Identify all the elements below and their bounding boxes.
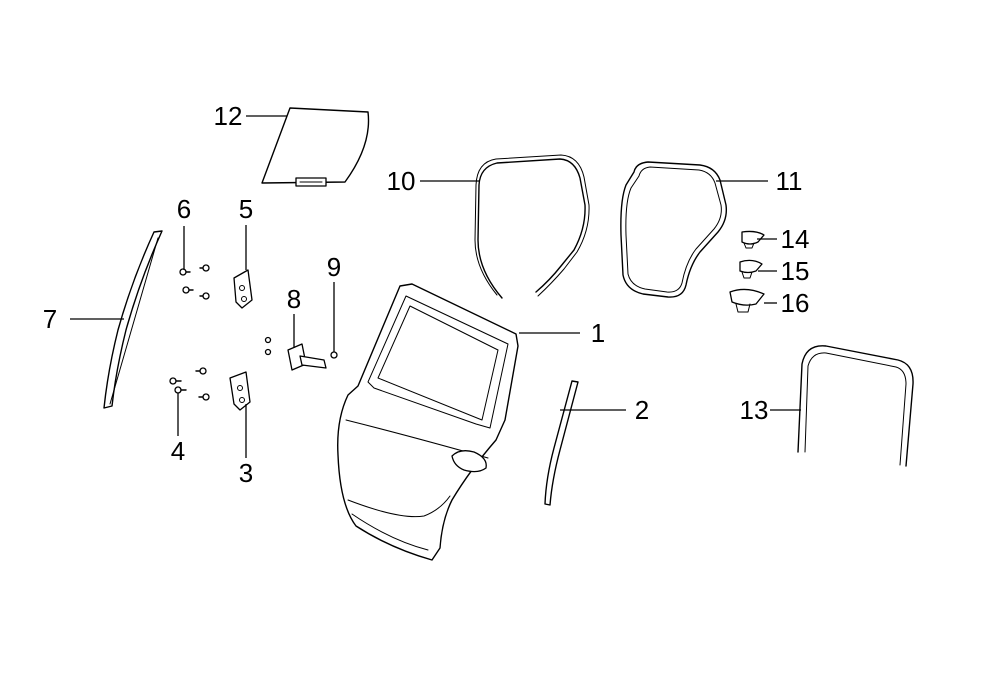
- callout-4: 4: [171, 436, 185, 466]
- callout-15: 15: [781, 256, 810, 286]
- callout-14: 14: [781, 224, 810, 254]
- callout-5: 5: [239, 194, 253, 224]
- callout-labels: 12 10 11 14 15 16 1 2 13 7 6 5 8 9 4 3: [43, 101, 810, 488]
- callout-7: 7: [43, 304, 57, 334]
- callout-10: 10: [387, 166, 416, 196]
- callout-16: 16: [781, 288, 810, 318]
- leader-lines: [70, 115, 801, 458]
- callout-1: 1: [591, 318, 605, 348]
- part-15-clip: [739, 259, 763, 279]
- part-7-door-sash: [103, 230, 163, 409]
- callout-3: 3: [239, 458, 253, 488]
- part-5-upper-hinge: [233, 269, 253, 309]
- callout-12: 12: [214, 101, 243, 131]
- part-16-clip: [729, 288, 765, 313]
- callout-9: 9: [327, 252, 341, 282]
- part-12-door-glass: [261, 107, 370, 187]
- callout-13: 13: [740, 395, 769, 425]
- part-10-door-weatherstrip: [474, 154, 590, 299]
- part-9-pin: [330, 351, 338, 359]
- callout-8: 8: [287, 284, 301, 314]
- part-3-lower-hinge: [229, 371, 251, 411]
- part-6-bolts: [179, 264, 210, 300]
- part-11-body-weatherstrip: [620, 161, 728, 298]
- callout-6: 6: [177, 194, 191, 224]
- callout-11: 11: [776, 166, 803, 196]
- callout-2: 2: [635, 395, 649, 425]
- part-2-trim-strip: [544, 380, 579, 506]
- part-14-clip: [741, 230, 765, 249]
- part-8-door-check: [264, 336, 327, 371]
- part-13-run-channel: [797, 345, 914, 467]
- part-1-rear-door: [337, 283, 519, 561]
- part-4-bolts: [169, 367, 210, 401]
